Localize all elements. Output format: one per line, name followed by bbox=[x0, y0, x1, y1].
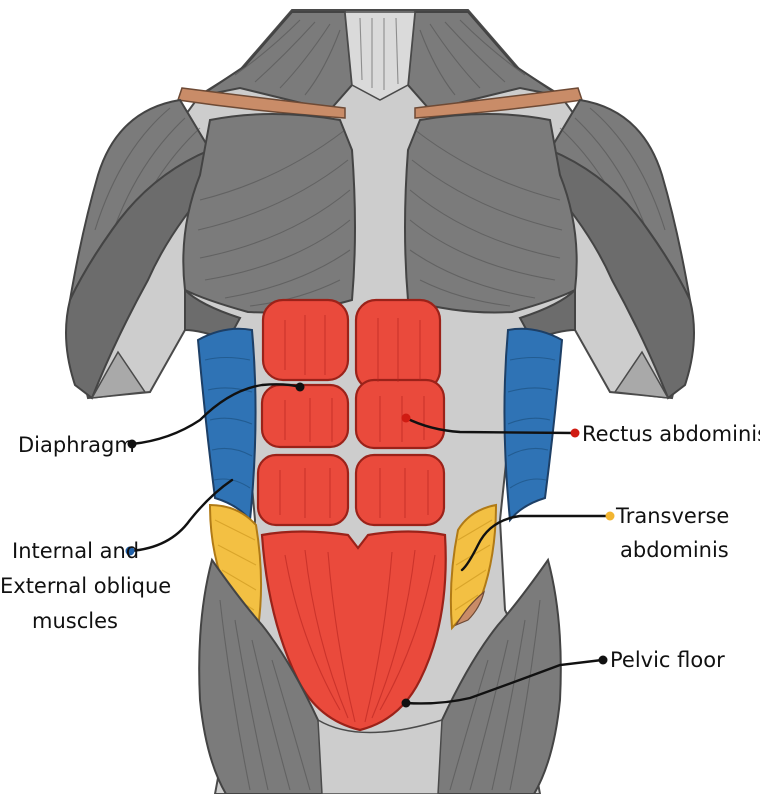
rectus-marker-outer bbox=[571, 429, 580, 438]
pectoral-right bbox=[405, 114, 577, 313]
label-rectus-abdominis: Rectus abdominis bbox=[582, 422, 760, 446]
label-oblique-line3: muscles bbox=[32, 609, 118, 633]
pelvic-marker-outer bbox=[599, 656, 608, 665]
rectus-marker-inner bbox=[402, 414, 411, 423]
rectus-segment-2-left bbox=[262, 385, 348, 447]
rectus-segment-3-right bbox=[356, 455, 444, 525]
label-pelvic-floor: Pelvic floor bbox=[610, 648, 725, 672]
label-diaphragm: Diaphragm bbox=[18, 433, 135, 457]
pectoral-left bbox=[183, 114, 355, 313]
neck-center bbox=[345, 12, 415, 100]
rectus-segment-2-right bbox=[356, 380, 444, 448]
rectus-segment-3-left bbox=[258, 455, 348, 525]
transverse-marker bbox=[606, 512, 615, 521]
label-transverse-line2: abdominis bbox=[620, 538, 729, 562]
diaphragm-marker-right bbox=[296, 383, 305, 392]
label-oblique-line1: Internal and bbox=[12, 539, 139, 563]
label-transverse-line1: Transverse bbox=[615, 504, 729, 528]
label-oblique-line2: External oblique bbox=[0, 574, 171, 598]
pelvic-marker-inner bbox=[402, 699, 411, 708]
